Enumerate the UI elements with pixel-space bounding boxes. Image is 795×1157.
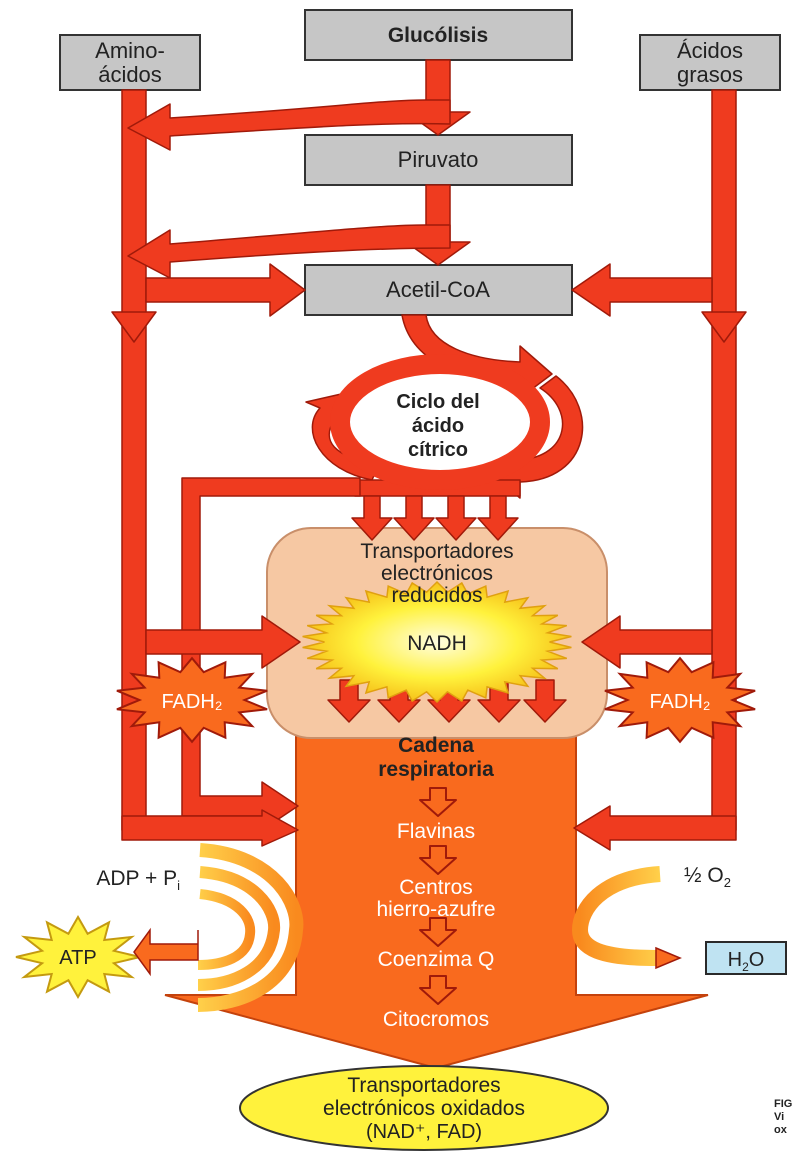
nadh-to-chain-arrow-5 xyxy=(523,679,567,723)
water-arrowhead xyxy=(655,946,682,970)
oxidized-carriers-label-3: (NAD⁺, FAD) xyxy=(366,1121,482,1143)
adp-arc-outer xyxy=(197,843,304,1012)
amino-acids-label-1: Amino- xyxy=(95,38,165,63)
fatty-to-nadh-arrow xyxy=(581,615,713,669)
cycle-output-arrow-4 xyxy=(477,495,519,541)
cycle-output-arrow-2 xyxy=(393,495,435,541)
adp-arc-middle xyxy=(197,866,281,991)
oxygen-arc xyxy=(571,866,661,966)
cycle-label-3: cítrico xyxy=(408,439,468,461)
nadh-label: NADH xyxy=(407,632,467,655)
adp-label: ADP + Pi xyxy=(96,867,180,893)
cycle-output-arrow-3 xyxy=(435,495,477,541)
acetyl-coa-label: Acetil-CoA xyxy=(386,277,490,302)
chain-step-arrow-2 xyxy=(419,845,457,875)
fadh2-right-label: FADH₂ xyxy=(649,691,710,713)
chain-step-hierro-azufre: hierro-azufre xyxy=(376,898,495,921)
reduced-carriers-label-2: electrónicos xyxy=(381,562,493,585)
reduced-carriers-label-1: Transportadores xyxy=(360,540,513,563)
chain-step-centros: Centros xyxy=(399,876,473,899)
atp-starburst xyxy=(15,914,141,1000)
fatty-to-acetyl-arrow xyxy=(571,263,713,317)
fadh2-left-to-chain-arrow xyxy=(181,719,299,831)
atp-arrowhead xyxy=(133,927,199,977)
fatty-acids-label-2: grasos xyxy=(677,62,743,87)
reduced-carriers-label-3: reducidos xyxy=(391,584,482,607)
glycolysis-label: Glucólisis xyxy=(388,24,488,47)
water-box xyxy=(705,941,787,975)
water-label: H2O xyxy=(728,949,765,974)
chain-step-coenzima-q: Coenzima Q xyxy=(378,948,495,971)
amino-to-flavinas-arrow xyxy=(121,809,299,847)
chain-step-arrow-1 xyxy=(419,787,457,817)
chain-title-2: respiratoria xyxy=(378,758,494,781)
cycle-label-1: Ciclo del xyxy=(396,391,479,413)
fatty-acids-label-1: Ácidos xyxy=(677,38,743,63)
amino-trunk-arrowhead-1 xyxy=(111,311,157,343)
oxidized-carriers-label-1: Transportadores xyxy=(347,1074,500,1097)
nadh-starburst xyxy=(302,580,572,704)
fadh2-right-burst xyxy=(604,656,756,744)
cycle-label-2: ácido xyxy=(412,415,464,437)
respiratory-chain-arrow xyxy=(164,721,709,1070)
caption-line-3: ox xyxy=(774,1124,787,1136)
chain-step-arrow-4 xyxy=(419,975,457,1005)
pyruvate-label: Piruvato xyxy=(398,147,479,172)
fadh2-left-burst xyxy=(116,656,268,744)
fatty-trunk-arrowhead-1 xyxy=(701,311,747,343)
chain-step-citocromos: Citocromos xyxy=(383,1008,489,1031)
oxidized-carriers-label-2: electrónicos oxidados xyxy=(323,1097,525,1120)
caption-line-2: Vi xyxy=(774,1111,785,1123)
amino-to-acetyl-arrow xyxy=(145,263,306,317)
oxygen-to-water-arrow xyxy=(571,866,682,970)
nadh-to-chain-arrow-4 xyxy=(477,679,521,723)
chain-step-flavinas: Flavinas xyxy=(397,820,475,843)
fadh2-left-label: FADH₂ xyxy=(161,691,222,713)
oxygen-label: ½ O2 xyxy=(684,864,731,890)
fatty-to-flavinas-arrow xyxy=(573,805,737,851)
amino-to-nadh-arrow xyxy=(145,615,301,669)
chain-title-1: Cadena xyxy=(398,734,474,757)
amino-acids-label-2: ácidos xyxy=(98,62,162,87)
figure-caption-fragment: FIG Vi ox xyxy=(774,1098,795,1137)
atp-label: ATP xyxy=(59,947,96,969)
fatty-acids-box xyxy=(639,34,781,91)
adp-arc-inner xyxy=(197,889,256,970)
glycolysis-box xyxy=(304,9,573,61)
adp-to-atp-arrows xyxy=(133,843,304,1012)
amino-to-pyruvate-branch xyxy=(127,99,451,151)
chain-step-arrows xyxy=(419,787,457,1005)
caption-line-1: FIG xyxy=(774,1098,793,1110)
oxidized-carriers-ellipse xyxy=(239,1065,609,1151)
cycle-output-arrow-1 xyxy=(351,495,393,541)
citric-acid-cycle xyxy=(330,354,550,490)
chain-step-arrow-3 xyxy=(419,917,457,947)
